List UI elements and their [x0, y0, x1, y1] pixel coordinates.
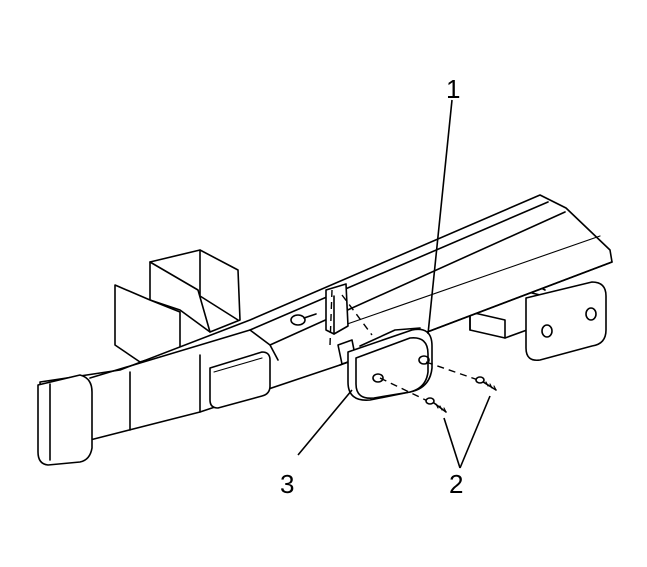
callout-1: 1: [446, 74, 460, 104]
license-lamp-assembly: [347, 327, 433, 401]
leader-lines: [297, 99, 491, 469]
callout-3: 3: [280, 469, 294, 499]
bolt-icon: [290, 313, 317, 326]
callout-2: 2: [449, 469, 463, 499]
connector-bracket: [325, 283, 373, 365]
screw-icon: [379, 377, 447, 413]
screw-icon: [425, 361, 497, 391]
frame-bracket-left: [114, 249, 241, 363]
